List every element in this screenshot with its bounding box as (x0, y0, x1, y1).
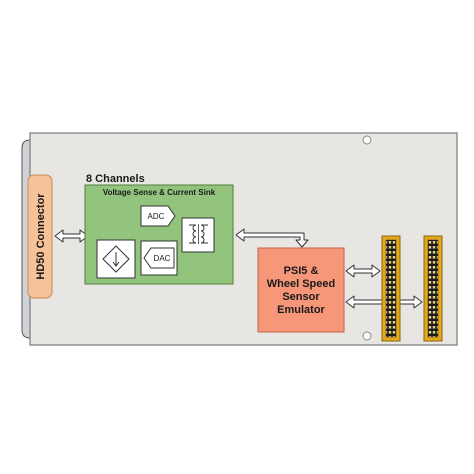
adc-label: ADC (148, 212, 165, 221)
backplane-connector (381, 235, 401, 342)
emulator-to-backplane-arrow-upper (345, 264, 381, 278)
voltage-sense-current-sink-block: Voltage Sense & Current Sink ADC (84, 184, 234, 285)
current-source-icon (96, 239, 136, 279)
mounting-hole (362, 135, 372, 145)
sensor-emulator-block: PSI5 & Wheel Speed Sensor Emulator (257, 247, 345, 333)
mounting-hole (362, 331, 372, 341)
voltage-to-emulator-arrow (235, 228, 309, 248)
transformer-icon (181, 217, 215, 253)
hd50-connector-label: HD50 Connector (35, 193, 47, 280)
backplane-connector (423, 235, 443, 342)
channels-label: 8 Channels (86, 173, 145, 185)
dac-block: DAC (140, 240, 178, 276)
emulator-label-line-2: Wheel Speed (267, 278, 335, 290)
voltage-block-title: Voltage Sense & Current Sink (103, 188, 216, 197)
emulator-label-line-4: Emulator (277, 304, 325, 316)
hd50-connector: HD50 Connector (27, 174, 53, 299)
dac-label: DAC (154, 254, 171, 263)
adc-block: ADC (140, 205, 176, 227)
emulator-label-line-3: Sensor (282, 291, 320, 303)
emulator-label-line-1: PSI5 & (284, 265, 319, 277)
